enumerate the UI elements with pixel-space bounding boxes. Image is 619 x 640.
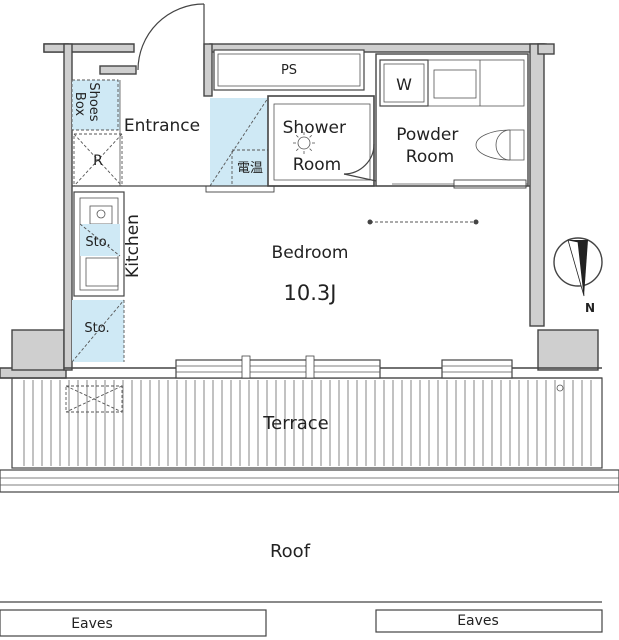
shower-room-line1: Shower [283,118,346,138]
entrance-area: Shoes Box Entrance R [71,79,200,187]
storage-lower-label: Sto. [84,321,109,336]
windows [175,355,513,379]
powder-room: W Powder Room [375,53,529,189]
eaves: Eaves Eaves [0,601,603,637]
bedroom: Bedroom 10.3J [72,185,530,305]
pipe-space: PS [213,49,365,91]
refrigerator-label: R [93,153,103,169]
compass-north-label: N [585,301,595,315]
bedroom-size: 10.3J [284,281,337,305]
shoes-box-fill [72,80,120,130]
shower-head [297,136,311,150]
entry-door[interactable] [137,3,205,71]
storage-upper-label: Sto. [85,235,110,250]
stove [85,257,119,287]
shower-room: Shower Room [267,95,391,187]
washer-label: W [396,75,412,94]
shoes-box [71,79,119,131]
shower-ray [295,148,299,152]
water-heater-label: 電温 [237,161,263,176]
shoes-box-line1: Shoes [86,82,101,121]
washroom-entry: 電温 [205,97,275,193]
kitchen-label: Kitchen [123,214,143,278]
powder-room-label: Powder Room [396,125,464,167]
shower-ray [309,134,313,138]
sliding-window-side[interactable] [441,359,513,379]
eaves-right [375,609,603,633]
shower-room-line2: Room [293,155,341,175]
bedroom-label: Bedroom [272,243,349,263]
terrace-parapet [0,469,619,493]
terrace-label: Terrace [262,413,329,434]
compass: N [553,237,603,315]
basin [433,69,477,99]
ps-label: PS [281,63,297,78]
eaves-right-label: Eaves [457,613,499,629]
powder-room-line1: Powder [396,125,458,145]
shoes-box-line2: Box [72,92,87,116]
shower-ray [309,148,313,152]
shower-ray [295,134,299,138]
powder-room-line2: Room [406,147,454,167]
shoes-box-label: Shoes Box [72,82,101,125]
outdoor-unit [65,385,123,413]
terrace-decking [23,380,592,466]
shower-room-label: Shower Room [283,118,352,175]
entrance-label: Entrance [124,116,200,136]
vanity [427,59,525,107]
kitchen: Sto. Kitchen Sto. [71,191,143,363]
powder-room-door[interactable] [453,179,527,189]
eaves-left [0,609,267,637]
sliding-window-main[interactable] [175,359,381,379]
eaves-left-label: Eaves [71,616,113,632]
roof-label: Roof [270,541,311,562]
terrace [0,377,619,493]
drain [556,384,564,392]
